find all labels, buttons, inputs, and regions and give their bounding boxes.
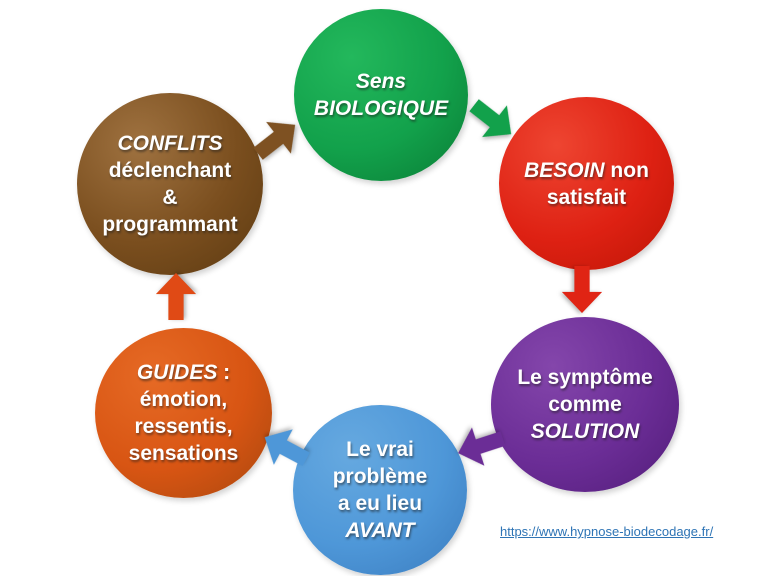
label-line: comme bbox=[548, 391, 622, 418]
label-line: SOLUTION bbox=[531, 418, 640, 445]
label-line: programmant bbox=[102, 211, 237, 238]
label-text: programmant bbox=[102, 213, 238, 236]
label-text: & bbox=[162, 186, 178, 209]
label-text: déclenchant bbox=[108, 159, 232, 182]
label-line: & bbox=[162, 184, 177, 211]
arrow-down-icon bbox=[560, 266, 604, 314]
label-line: Le vrai bbox=[346, 436, 414, 463]
label-text: satisfait bbox=[546, 185, 627, 209]
node-guides-emotion-ressentis-sensations: GUIDES : émotion, ressentis, sensations bbox=[95, 328, 272, 498]
label-line: émotion, bbox=[140, 386, 228, 413]
label-text: a eu lieu bbox=[337, 492, 423, 515]
node-label: CONFLITS déclenchant & programmant bbox=[94, 130, 245, 238]
label-text: CONFLITS bbox=[117, 132, 223, 155]
label-text: Le vrai bbox=[346, 438, 414, 461]
label-text: émotion, bbox=[139, 388, 228, 411]
label-line: AVANT bbox=[345, 517, 414, 544]
node-vrai-probleme-avant: Le vrai problème a eu lieu AVANT bbox=[293, 405, 467, 575]
label-text: sensations bbox=[128, 442, 239, 465]
label-text: problème bbox=[332, 465, 428, 488]
label-line: problème bbox=[333, 463, 428, 490]
node-sens-biologique: Sens BIOLOGIQUE bbox=[294, 9, 468, 181]
label-text: AVANT bbox=[345, 519, 415, 542]
node-label: Sens BIOLOGIQUE bbox=[306, 68, 456, 122]
label-line: BIOLOGIQUE bbox=[314, 95, 448, 122]
node-symptome-comme-solution: Le symptôme comme SOLUTION bbox=[491, 317, 679, 492]
label-line: sensations bbox=[129, 440, 239, 467]
label-line: déclenchant bbox=[109, 157, 232, 184]
arrow-left-up-icon bbox=[253, 417, 316, 478]
label-line: ressentis, bbox=[134, 413, 232, 440]
label-line: GUIDES : bbox=[137, 359, 230, 386]
label-text: Le symptôme bbox=[517, 366, 653, 389]
website-link[interactable]: https://www.hypnose-biodecodage.fr/ bbox=[500, 524, 714, 539]
label-text: non bbox=[604, 158, 649, 182]
label-line: satisfait bbox=[547, 184, 626, 211]
label-line: Sens bbox=[356, 68, 406, 95]
label-line: a eu lieu bbox=[338, 490, 422, 517]
label-text: GUIDES bbox=[136, 361, 218, 384]
node-label: Le vrai problème a eu lieu AVANT bbox=[325, 436, 436, 544]
node-besoin-non-satisfait: BESOIN non satisfait bbox=[499, 97, 674, 270]
label-line: Le symptôme bbox=[517, 364, 652, 391]
arrow-up-icon bbox=[154, 272, 198, 320]
arrow-left-down-icon bbox=[450, 418, 509, 475]
node-conflits-declenchant-programmant: CONFLITS déclenchant & programmant bbox=[77, 93, 263, 275]
label-text: BIOLOGIQUE bbox=[313, 97, 449, 120]
label-line: CONFLITS bbox=[117, 130, 222, 157]
label-text: SOLUTION bbox=[530, 420, 640, 443]
arrow-right-up-icon bbox=[245, 107, 310, 171]
label-text: : bbox=[217, 361, 231, 384]
node-label: GUIDES : émotion, ressentis, sensations bbox=[121, 359, 247, 467]
label-text: ressentis, bbox=[134, 415, 233, 438]
arrow-right-down-icon bbox=[461, 88, 526, 152]
node-label: BESOIN non satisfait bbox=[516, 157, 657, 211]
label-line: BESOIN non bbox=[524, 157, 649, 184]
label-text: comme bbox=[548, 393, 622, 416]
node-label: Le symptôme comme SOLUTION bbox=[509, 364, 660, 445]
label-text: BESOIN bbox=[524, 158, 605, 182]
label-text: Sens bbox=[355, 70, 407, 93]
